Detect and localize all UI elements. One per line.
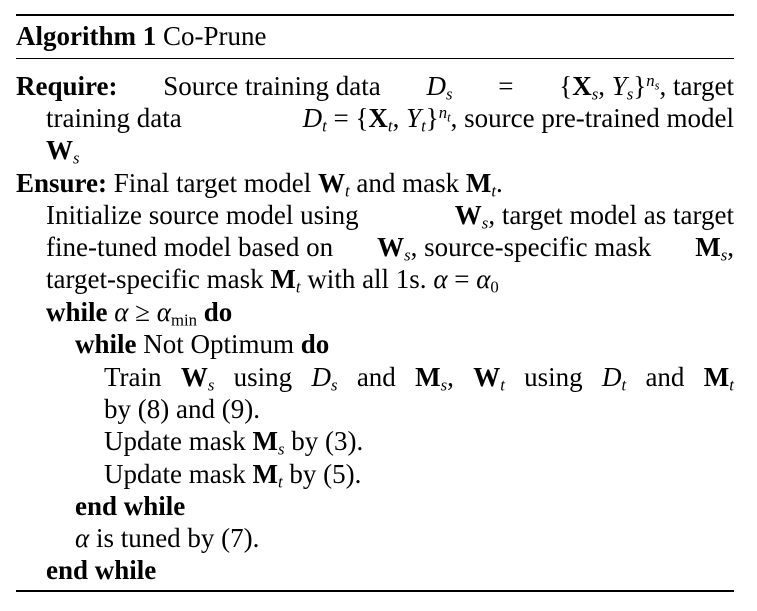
train-line-1: Train Ws using Ds and Ms, Wt using Dt an… xyxy=(104,361,734,395)
outer-while-line: while α ≥ αmin do xyxy=(46,296,233,330)
update-s-math: Ms xyxy=(252,426,285,459)
init-text-1a: Initialize source model using xyxy=(46,200,359,230)
init-line-2: fine-tuned model based on Ws, source-spe… xyxy=(46,231,734,265)
inner-do-keyword: do xyxy=(300,329,330,359)
alpha-tuned-line: α is tuned by (7). xyxy=(75,522,259,554)
algorithm-name: Co-Prune xyxy=(162,21,267,51)
update-t-ref: by (5). xyxy=(289,459,362,489)
train-using-2: using xyxy=(524,362,583,392)
inner-end-while: end while xyxy=(75,491,186,521)
require-math-ds: Ds xyxy=(426,71,453,104)
ensure-math-mt: Mt xyxy=(465,168,497,201)
require-line-1: Require: Source training data Ds = {Xs, … xyxy=(16,70,734,104)
init-math-ms: Ms, xyxy=(695,232,734,265)
outer-end-while: end while xyxy=(46,555,157,585)
require-line-3: Ws xyxy=(46,134,80,168)
inner-while-cond: Not Optimum xyxy=(143,329,295,359)
bottom-rule xyxy=(16,590,734,592)
outer-do-keyword: do xyxy=(203,297,233,327)
update-s-line: Update mask Ms by (3). xyxy=(104,425,364,459)
train-math-wt: Wt xyxy=(473,362,505,395)
train-math-ms: Ms, xyxy=(415,362,454,395)
ensure-math-wt: Wt xyxy=(318,168,350,201)
ensure-period: . xyxy=(496,168,503,198)
ensure-text-1: Final target model xyxy=(113,168,312,198)
train-math-ds: Ds xyxy=(311,362,338,395)
ensure-text-2: and mask xyxy=(356,168,460,198)
update-t-line: Update mask Mt by (5). xyxy=(104,458,362,492)
init-math-mt: Mt xyxy=(270,264,301,297)
init-line-1: Initialize source model using Ws, target… xyxy=(46,199,734,233)
inner-while-line: while Not Optimum do xyxy=(75,328,329,360)
init-math-ws-2: Ws, source-specific mask xyxy=(377,232,652,265)
update-t-text: Update mask xyxy=(104,459,246,489)
require-text-1: Source training data xyxy=(163,71,381,101)
outer-while-cond: α ≥ αmin xyxy=(114,297,198,330)
init-text-3a: target-specific mask xyxy=(46,264,264,294)
alpha-tuned-text: is tuned by (7). xyxy=(95,523,260,553)
train-line-2: by (8) and (9). xyxy=(104,393,260,425)
top-rule xyxy=(16,14,734,16)
require-line-2: training data Dt = {Xt, Yt}nt, source pr… xyxy=(46,102,734,136)
init-text-3b: with all 1s. xyxy=(307,264,427,294)
require-math-eq: = xyxy=(498,71,514,101)
train-using-1: using xyxy=(233,362,293,392)
init-math-alpha: α = α0 xyxy=(433,264,499,297)
require-math-set-s: {Xs, Ys}ns, target xyxy=(559,70,734,104)
require-math-ws: Ws xyxy=(46,135,80,168)
init-math-ws: Ws, target model as target xyxy=(454,200,734,233)
require-text-3: training data xyxy=(46,103,182,133)
caption-rule xyxy=(16,58,734,59)
init-line-3: target-specific mask Mt with all 1s. α =… xyxy=(46,263,499,297)
outer-while-keyword: while xyxy=(46,297,108,327)
inner-while-keyword: while xyxy=(75,329,137,359)
ensure-keyword: Ensure: xyxy=(16,168,108,198)
update-s-text: Update mask xyxy=(104,426,246,456)
update-t-math: Mt xyxy=(252,459,283,492)
algorithm-label: Algorithm 1 xyxy=(16,21,157,51)
train-keyword: Train xyxy=(104,362,162,392)
require-math-dt: Dt = {Xt, Yt}nt, source pre-trained mode… xyxy=(302,102,734,136)
train-math-ws: Ws xyxy=(180,362,215,395)
algorithm-caption: Algorithm 1 Co-Prune xyxy=(16,20,266,52)
train-ref: by (8) and (9). xyxy=(104,394,260,424)
init-text-2a: fine-tuned model based on xyxy=(46,232,334,262)
train-math-mt: Mt xyxy=(703,362,734,395)
require-keyword: Require: xyxy=(16,71,118,101)
train-and-2: and xyxy=(645,362,685,392)
train-and-1: and xyxy=(356,362,396,392)
train-math-dt: Dt xyxy=(601,362,627,395)
update-s-ref: by (3). xyxy=(291,426,364,456)
alpha-symbol: α xyxy=(75,523,90,553)
ensure-line: Ensure: Final target model Wt and mask M… xyxy=(16,167,503,201)
